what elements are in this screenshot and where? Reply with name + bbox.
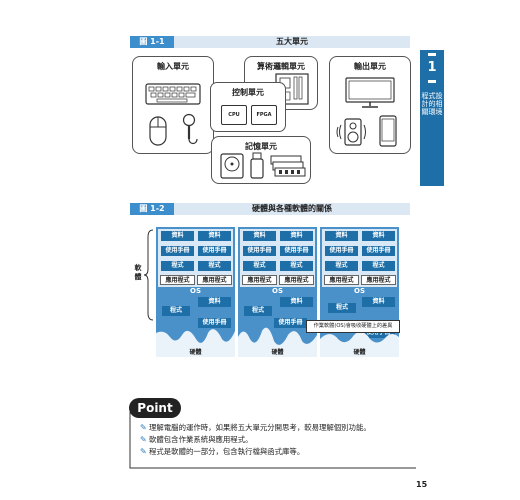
- hardware-label: 硬體: [189, 349, 202, 356]
- software-brace: [144, 229, 154, 321]
- output-unit-box: 輸出單元: [329, 56, 411, 154]
- microphone-icon: [182, 113, 198, 145]
- control-unit-box: 控制單元 CPU FPGA: [210, 82, 286, 132]
- input-unit-label: 輸入單元: [157, 62, 189, 71]
- output-unit-label: 輸出單元: [354, 62, 386, 71]
- data-block: 資料: [198, 297, 231, 307]
- program-block: 程式: [162, 306, 190, 316]
- monitor-icon: [345, 77, 395, 108]
- application-label: 應用程式: [361, 275, 396, 285]
- program-block: 程式: [198, 261, 231, 271]
- program-block: 程式: [243, 261, 276, 271]
- application-label: 應用程式: [324, 275, 359, 285]
- system-panel-3: 資料 資料 使用手冊 使用手冊 程式 程式 應用程式 應用程式 OS 資料 程式…: [320, 227, 399, 357]
- memory-unit-box: 記憶單元: [211, 136, 311, 184]
- data-block: 資料: [325, 231, 358, 241]
- alu-unit-label: 算術邏輯單元: [257, 62, 305, 71]
- figure-tag: 圖 1-1: [130, 36, 174, 48]
- point-badge: Point: [129, 398, 181, 418]
- software-side-label: 軟體: [134, 264, 142, 281]
- manual-block: 使用手冊: [243, 246, 276, 256]
- os-label: OS: [190, 287, 201, 295]
- chapter-number: 1: [427, 60, 437, 75]
- chapter-tab-mark: [428, 80, 436, 83]
- point-item: ✎軟體包含作業系統與應用程式。: [140, 435, 253, 444]
- program-block: 程式: [161, 261, 194, 271]
- hardware-label: 硬體: [271, 349, 284, 356]
- speaker-icon: [336, 118, 366, 146]
- application-label: 應用程式: [242, 275, 277, 285]
- data-block: 資料: [198, 231, 231, 241]
- application-label: 應用程式: [197, 275, 232, 285]
- point-item: ✎程式是軟體的一部分，包含執行檔與函式庫等。: [140, 447, 305, 456]
- os-label: OS: [272, 287, 283, 295]
- hardware-terrain: [238, 327, 317, 357]
- keyboard-icon: [145, 83, 201, 105]
- fpga-chip-icon: FPGA: [251, 105, 277, 125]
- system-panel-1: 資料 資料 使用手冊 使用手冊 程式 程式 應用程式 應用程式 OS 資料 程式…: [156, 227, 235, 357]
- program-block: 程式: [325, 261, 358, 271]
- application-label: 應用程式: [160, 275, 195, 285]
- hard-disk-icon: [220, 153, 244, 179]
- hardware-terrain: [320, 331, 399, 357]
- program-block: 程式: [328, 303, 356, 313]
- smartphone-icon: [379, 115, 397, 147]
- mouse-icon: [149, 116, 167, 146]
- data-block: 資料: [243, 231, 276, 241]
- chapter-tab: 1 程式設計的相關環境: [420, 50, 444, 186]
- control-unit-label: 控制單元: [232, 88, 264, 97]
- figure-1-2-header: 圖 1-2 硬體與各種軟體的關係: [130, 203, 410, 215]
- cpu-chip-icon: CPU: [221, 105, 247, 125]
- data-block: 資料: [161, 231, 194, 241]
- program-block: 程式: [362, 261, 395, 271]
- figure-title: 五大單元: [276, 37, 308, 46]
- figure-1-1-header: 圖 1-1 五大單元: [130, 36, 410, 48]
- manual-block: 使用手冊: [161, 246, 194, 256]
- data-block: 資料: [362, 297, 395, 307]
- chapter-title: 程式設計的相關環境: [421, 92, 443, 116]
- system-panel-2: 資料 資料 使用手冊 使用手冊 程式 程式 應用程式 應用程式 OS 資料 程式…: [238, 227, 317, 357]
- point-section-frame: [129, 412, 416, 469]
- program-block: 程式: [280, 261, 313, 271]
- manual-block: 使用手冊: [362, 246, 395, 256]
- pencil-icon: ✎: [140, 435, 147, 444]
- figure-tag: 圖 1-2: [130, 203, 174, 215]
- os-label: OS: [354, 287, 365, 295]
- figure-title: 硬體與各種軟體的關係: [252, 204, 332, 213]
- manual-block: 使用手冊: [280, 246, 313, 256]
- point-item: ✎理解電腦的運作時，如果將五大單元分開思考，較易理解個別功能。: [140, 423, 371, 432]
- memory-unit-label: 記憶單元: [245, 142, 277, 151]
- page-number: 15: [416, 480, 428, 489]
- application-label: 應用程式: [279, 275, 314, 285]
- data-block: 資料: [280, 297, 313, 307]
- manual-block: 使用手冊: [274, 318, 307, 328]
- manual-block: 使用手冊: [198, 318, 231, 328]
- data-block: 資料: [362, 231, 395, 241]
- manual-block: 使用手冊: [198, 246, 231, 256]
- pencil-icon: ✎: [140, 423, 147, 432]
- memory-module-icon: [270, 155, 306, 177]
- pencil-icon: ✎: [140, 447, 147, 456]
- os-annotation-callout: 作業軟體(OS)會吸收硬體上的差異: [306, 320, 400, 333]
- program-block: 程式: [244, 306, 272, 316]
- chapter-tab-mark: [428, 53, 436, 56]
- hardware-terrain: [156, 329, 235, 357]
- input-unit-box: 輸入單元: [132, 56, 214, 154]
- manual-block: 使用手冊: [325, 246, 358, 256]
- data-block: 資料: [280, 231, 313, 241]
- hardware-label: 硬體: [353, 349, 366, 356]
- usb-drive-icon: [250, 152, 264, 179]
